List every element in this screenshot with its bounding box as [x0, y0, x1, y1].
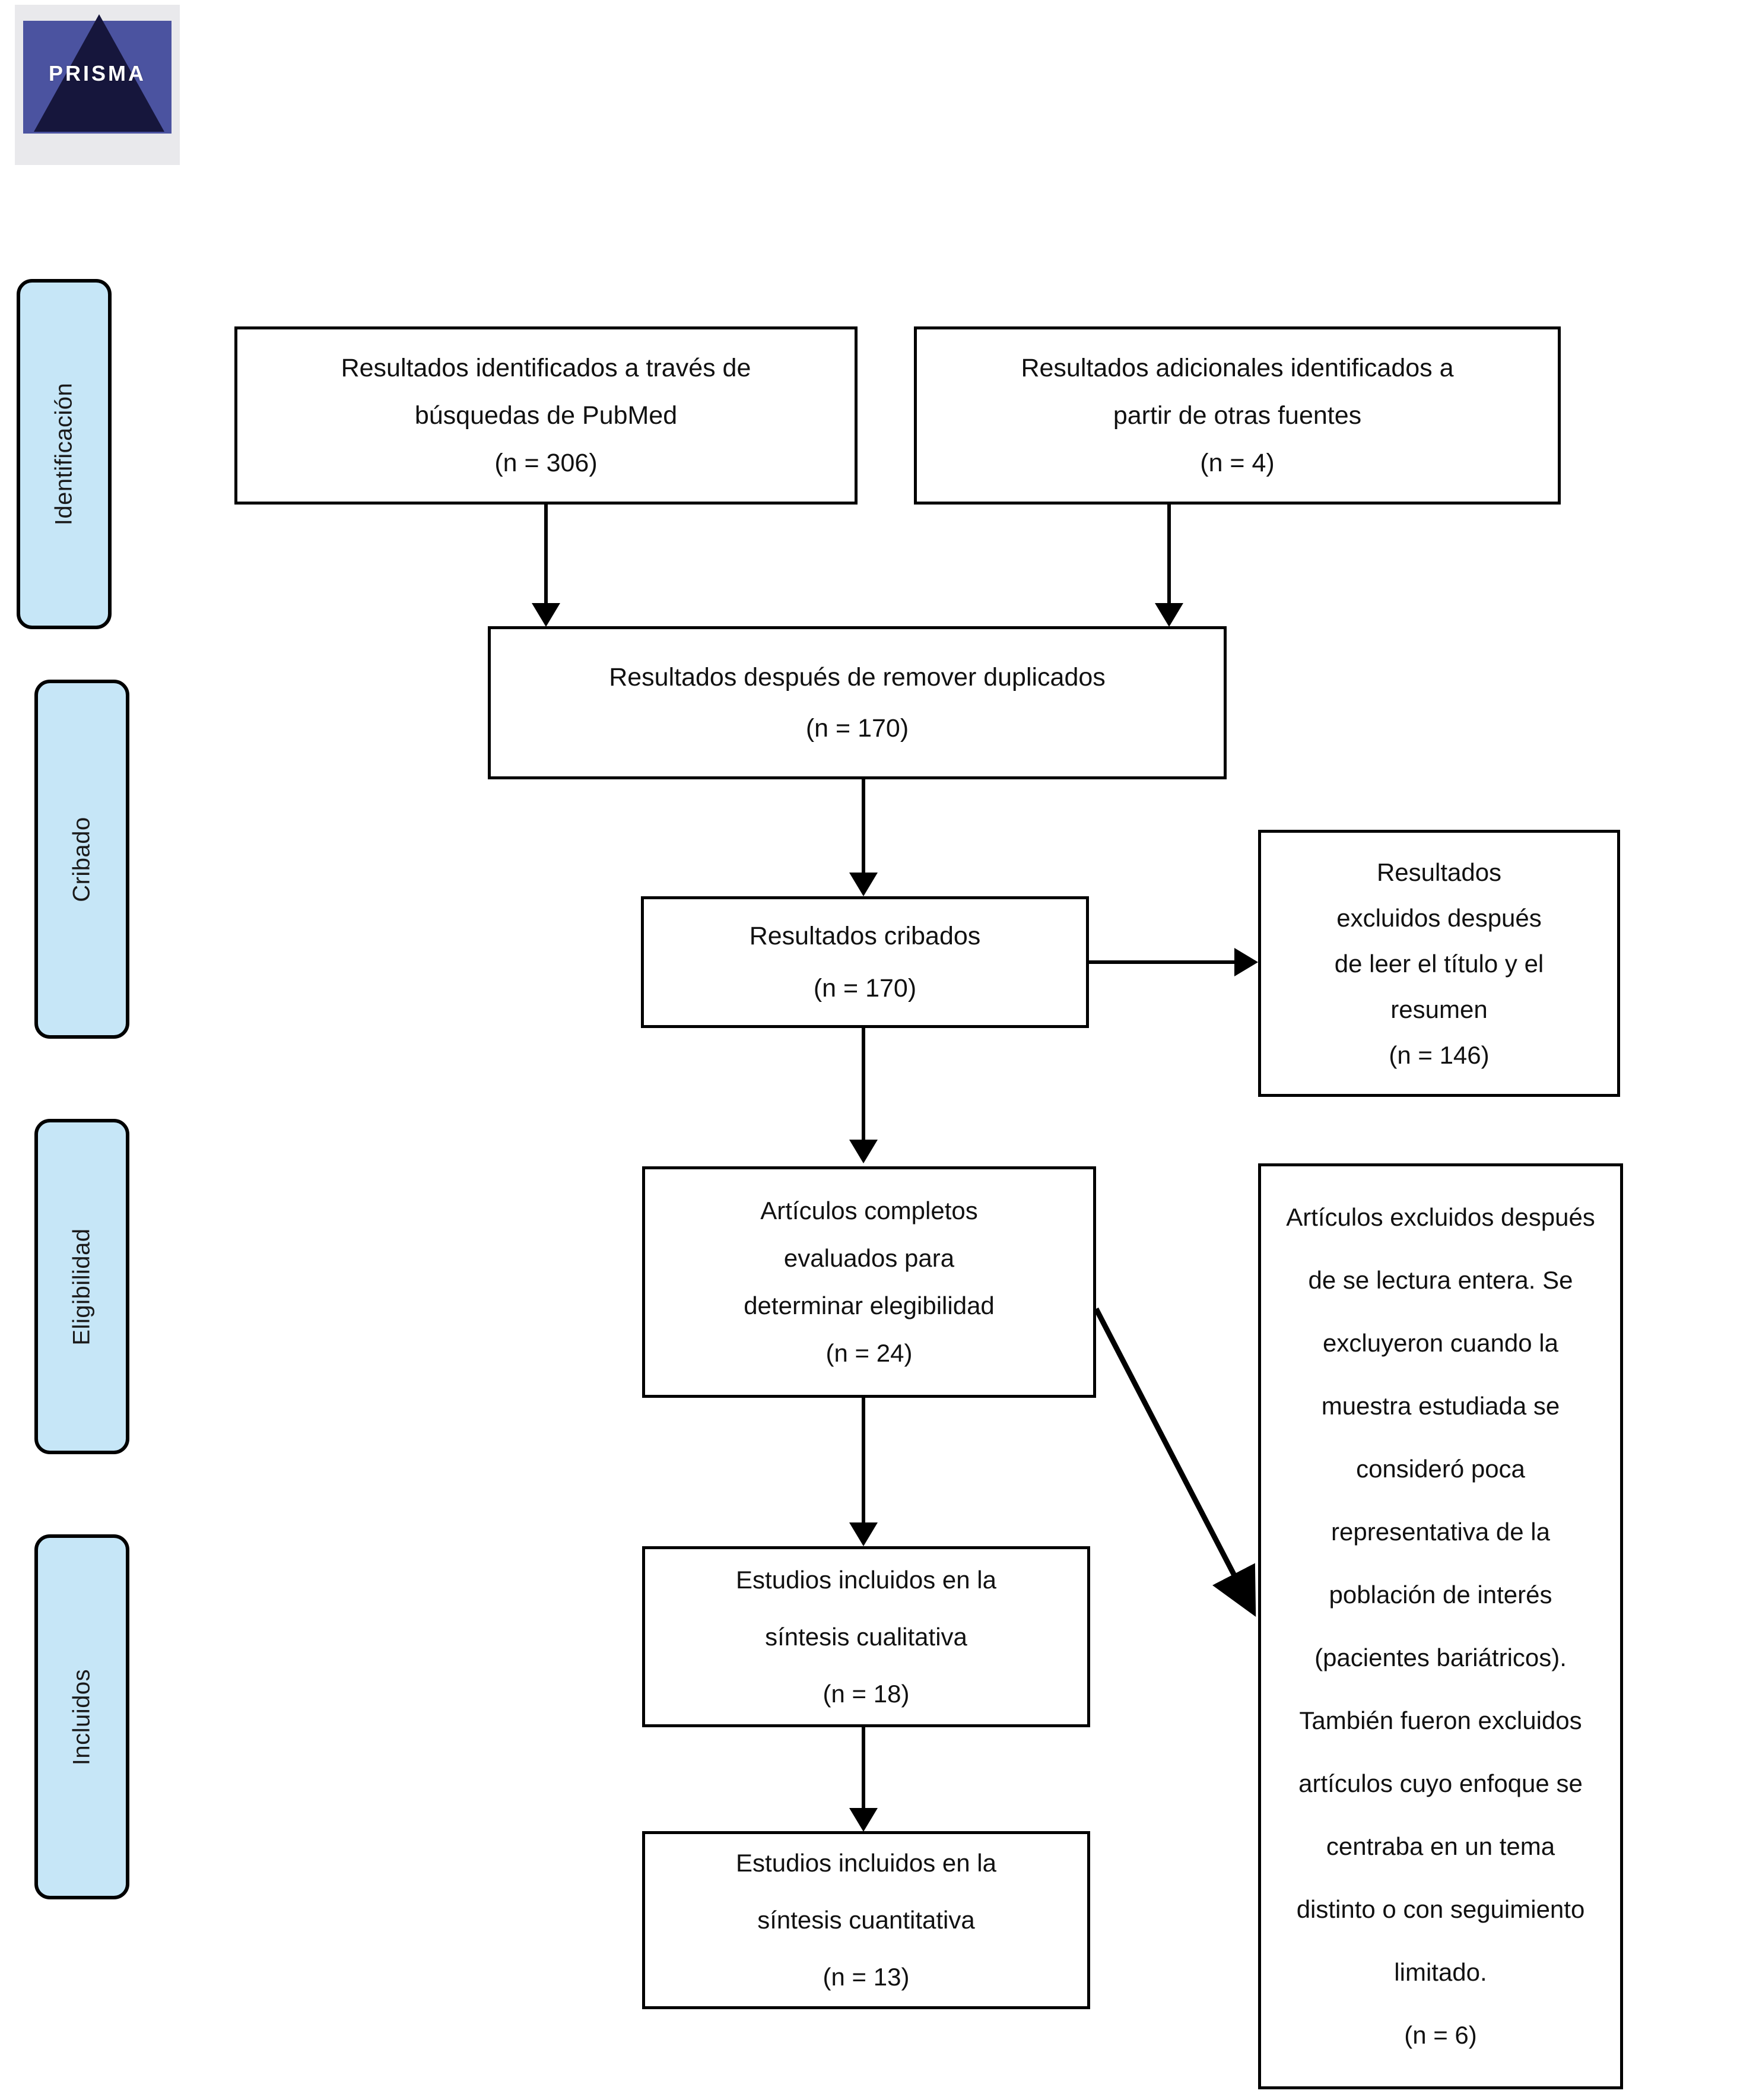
- box-line: excluyeron cuando la: [1323, 1329, 1558, 1357]
- phase-label-text: Incluidos: [68, 1668, 95, 1765]
- box-line: Estudios incluidos en la: [736, 1565, 996, 1594]
- box-line: También fueron excluidos: [1299, 1706, 1582, 1734]
- box-line: evaluados para: [783, 1244, 955, 1272]
- box-count: (n = 13): [823, 1963, 910, 1991]
- arrowhead-down: [849, 1522, 878, 1546]
- box-count: (n = 24): [825, 1339, 913, 1367]
- phase-label-incluidos: Incluidos: [34, 1534, 129, 1899]
- arrowhead-right: [1234, 948, 1258, 976]
- box-line: artículos cuyo enfoque se: [1298, 1769, 1583, 1797]
- box-qualitative-synthesis: Estudios incluidos en la síntesis cualit…: [642, 1546, 1090, 1727]
- box-line: (pacientes bariátricos).: [1314, 1644, 1567, 1671]
- phase-label-text: Eligibilidad: [68, 1227, 95, 1346]
- box-line: población de interés: [1329, 1581, 1552, 1609]
- box-quantitative-synthesis: Estudios incluidos en la síntesis cuanti…: [642, 1831, 1090, 2009]
- box-records-screened: Resultados cribados (n = 170): [641, 896, 1089, 1028]
- box-fulltext-assessed: Artículos completos evaluados para deter…: [642, 1166, 1096, 1398]
- box-count: (n = 18): [823, 1679, 910, 1708]
- box-count: (n = 4): [1200, 449, 1275, 477]
- phase-label-text: Cribado: [68, 816, 95, 902]
- prisma-logo: PRISMA: [15, 5, 180, 165]
- box-records-excluded-title-abstract: Resultados excluidos después de leer el …: [1258, 830, 1620, 1097]
- box-count: (n = 146): [1389, 1041, 1490, 1069]
- box-line: limitado.: [1394, 1958, 1487, 1986]
- box-line: Resultados después de remover duplicados: [609, 663, 1106, 691]
- box-count: (n = 6): [1404, 2021, 1477, 2049]
- connector-duplicates-to-screened: [862, 779, 865, 874]
- box-line: de leer el título y el: [1334, 949, 1544, 978]
- connector-fulltext-to-qualitative: [862, 1398, 865, 1525]
- box-line: Resultados identificados a través de: [341, 354, 751, 382]
- phase-label-text: Identificación: [50, 382, 77, 526]
- connector-other-to-duplicates: [1167, 505, 1171, 605]
- box-line: muestra estudiada se: [1321, 1392, 1560, 1420]
- box-line: Artículos excluidos después: [1286, 1203, 1595, 1231]
- box-records-pubmed: Resultados identificados a través de bús…: [234, 326, 858, 505]
- box-line: Resultados adicionales identificados a: [1021, 354, 1454, 382]
- connector-screened-to-excluded: [1089, 960, 1237, 964]
- box-line: síntesis cualitativa: [765, 1622, 967, 1651]
- box-line: centraba en un tema: [1326, 1832, 1555, 1860]
- box-line: distinto o con seguimiento: [1296, 1895, 1585, 1923]
- box-count: (n = 170): [813, 974, 917, 1003]
- box-line: consideró poca: [1356, 1455, 1525, 1483]
- box-count: (n = 306): [494, 449, 598, 477]
- box-line: Estudios incluidos en la: [736, 1849, 996, 1877]
- box-line: Resultados: [1376, 858, 1502, 886]
- box-line: síntesis cuantitativa: [757, 1906, 975, 1934]
- box-line: Artículos completos: [760, 1197, 978, 1225]
- phase-label-cribado: Cribado: [34, 680, 129, 1039]
- arrowhead-down: [532, 603, 560, 627]
- box-count: (n = 170): [805, 714, 909, 743]
- box-fulltext-excluded: Artículos excluidos después de se lectur…: [1258, 1163, 1623, 2089]
- box-line: excluidos después: [1336, 903, 1542, 932]
- connector-pubmed-to-duplicates: [544, 505, 548, 605]
- box-line: representativa de la: [1331, 1518, 1550, 1546]
- box-line: determinar elegibilidad: [744, 1292, 995, 1319]
- box-line: búsquedas de PubMed: [414, 401, 678, 430]
- arrowhead-down: [849, 873, 878, 896]
- phase-label-identificacion: Identificación: [17, 279, 112, 629]
- arrowhead-down: [849, 1808, 878, 1832]
- box-line: Resultados cribados: [749, 922, 981, 950]
- connector-qualitative-to-quantitative: [862, 1727, 865, 1810]
- box-line: partir de otras fuentes: [1113, 401, 1362, 430]
- pyramid-icon: [34, 14, 164, 132]
- box-line: de se lectura entera. Se: [1308, 1266, 1573, 1294]
- box-records-after-duplicates-removed: Resultados después de remover duplicados…: [488, 626, 1227, 779]
- phase-label-eligibilidad: Eligibilidad: [34, 1119, 129, 1454]
- connector-screened-to-fulltext: [862, 1028, 865, 1141]
- arrowhead-down: [1155, 603, 1183, 627]
- logo-wordmark: PRISMA: [48, 61, 146, 85]
- box-line: resumen: [1390, 995, 1488, 1023]
- arrowhead-down: [849, 1140, 878, 1163]
- box-records-other-sources: Resultados adicionales identificados a p…: [914, 326, 1561, 505]
